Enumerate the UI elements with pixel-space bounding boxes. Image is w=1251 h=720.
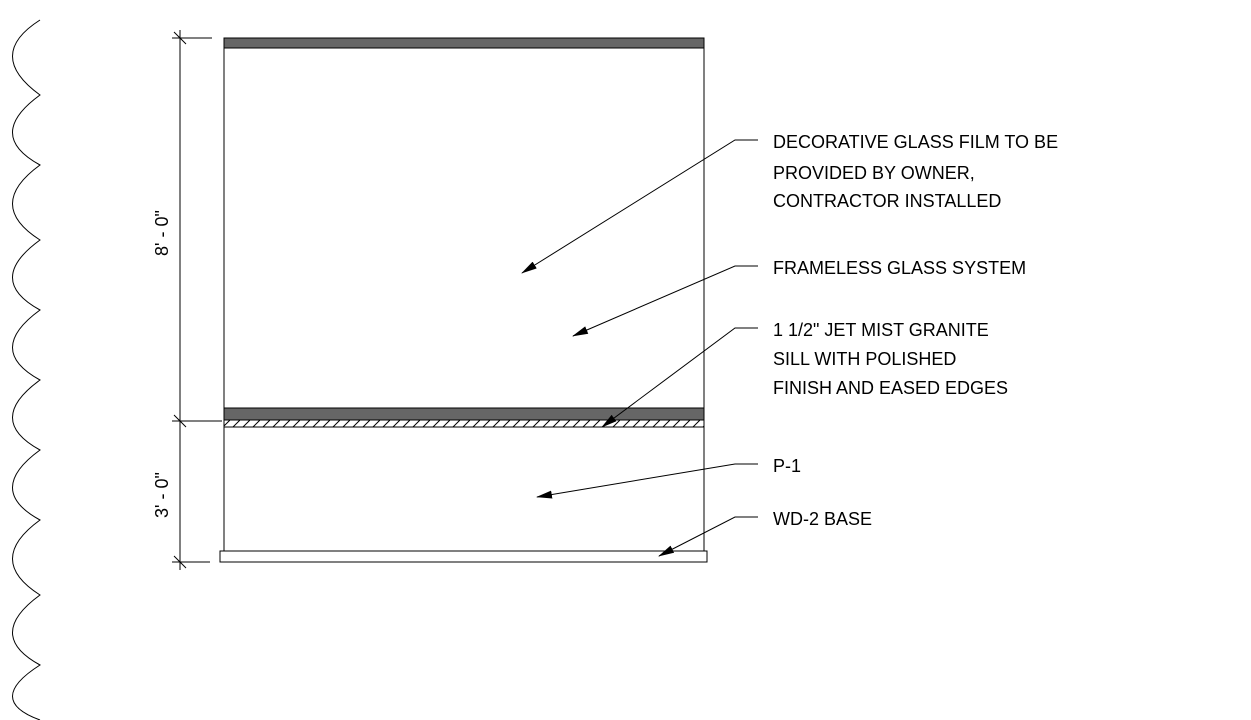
glass-panel (223, 47, 705, 409)
sill-bar (223, 407, 705, 421)
revision-cloud (12, 19, 41, 720)
granite-sill (223, 419, 705, 428)
note-film-line: CONTRACTOR INSTALLED (773, 191, 1001, 211)
dimension-tick-top (173, 31, 187, 45)
dimension-upper: 8' - 0" (152, 210, 172, 256)
dimension-lower: 3' - 0" (152, 472, 172, 518)
note-paint: P-1 (773, 456, 801, 476)
leader-glass (572, 265, 758, 337)
note-sill-line: 1 1/2" JET MIST GRANITE (773, 320, 989, 340)
wood-base (219, 550, 708, 563)
dimension-tick-bottom (173, 555, 187, 569)
note-sill-line: SILL WITH POLISHED (773, 349, 956, 369)
leader-base (658, 516, 758, 557)
note-film-line: PROVIDED BY OWNER, (773, 163, 975, 183)
note-base-line: WD-2 BASE (773, 509, 872, 529)
leader-film (521, 139, 758, 274)
note-paint-line: P-1 (773, 456, 801, 476)
note-glass: FRAMELESS GLASS SYSTEM (773, 258, 1026, 278)
note-sill: 1 1/2" JET MIST GRANITE SILL WITH POLISH… (773, 320, 1008, 398)
dimension-tick-mid (173, 414, 187, 428)
note-film: DECORATIVE GLASS FILM TO BE PROVIDED BY … (773, 132, 1058, 211)
note-film-line: DECORATIVE GLASS FILM TO BE (773, 132, 1058, 152)
lower-wall (223, 426, 705, 552)
note-glass-line: FRAMELESS GLASS SYSTEM (773, 258, 1026, 278)
head-bar (223, 37, 705, 49)
leader-paint (536, 463, 758, 499)
leader-sill (601, 327, 758, 428)
note-sill-line: FINISH AND EASED EDGES (773, 378, 1008, 398)
note-base: WD-2 BASE (773, 509, 872, 529)
